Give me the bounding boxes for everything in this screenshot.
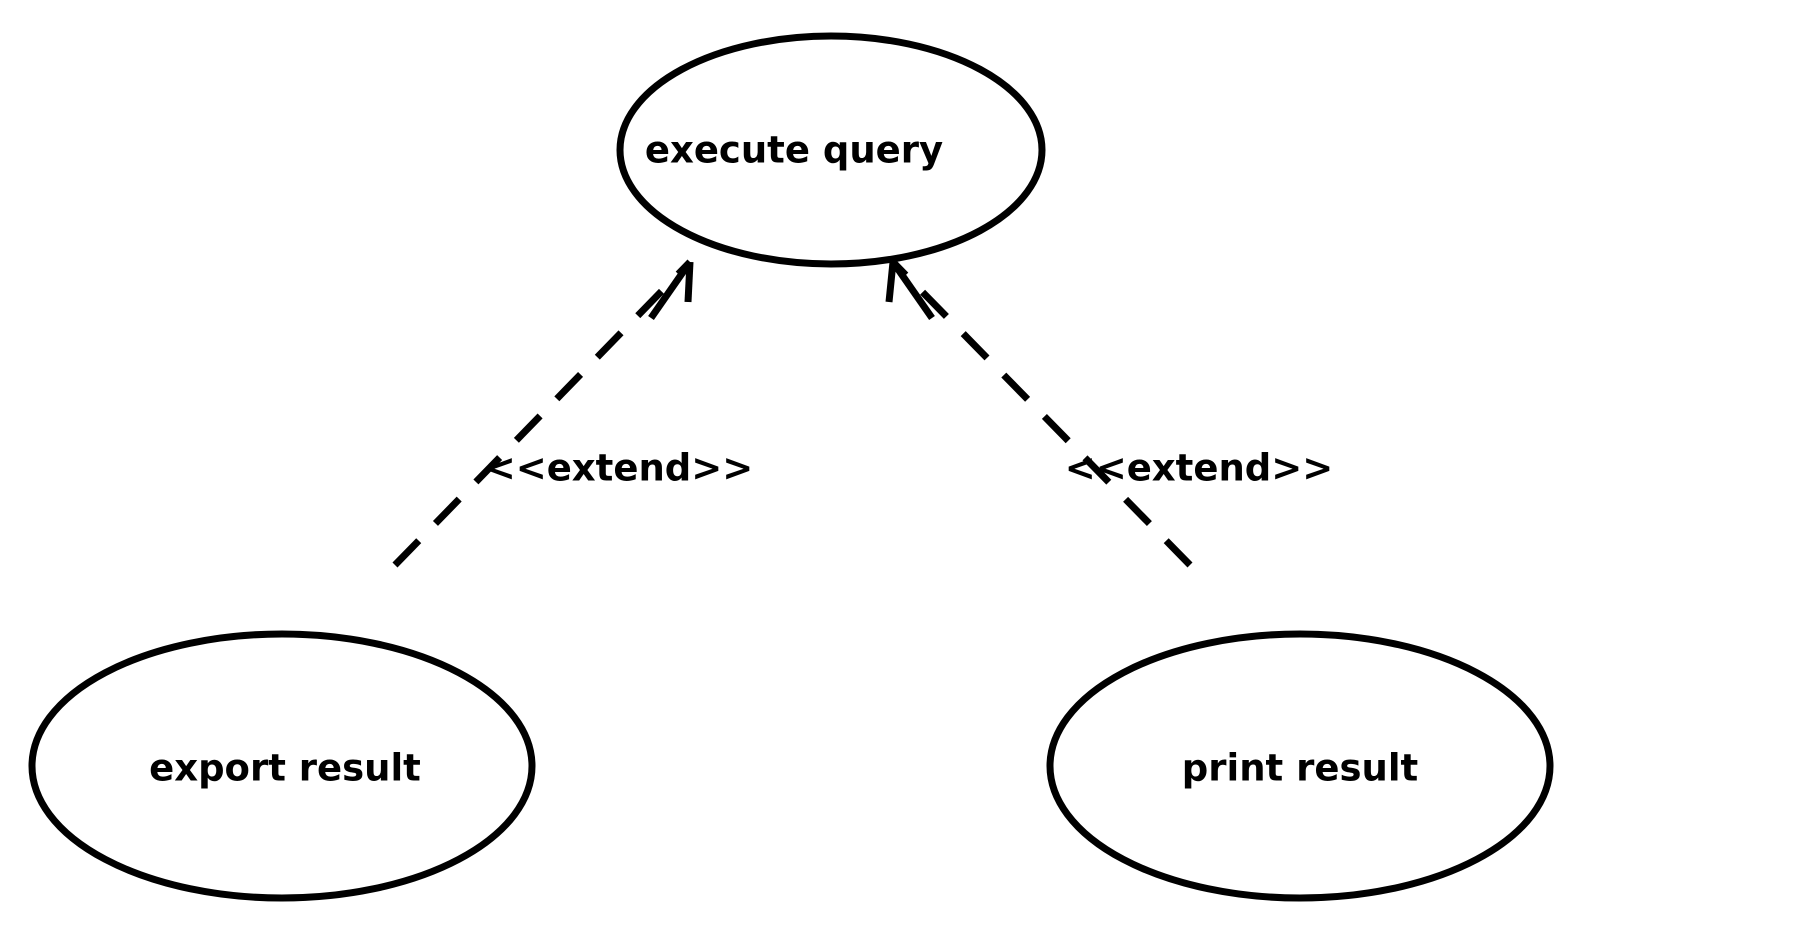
relationship-label-extend-left: <<extend>>: [485, 447, 754, 490]
use-case-execute-query[interactable]: execute query: [616, 32, 1046, 268]
relationship-label-extend-right: <<extend>>: [1065, 447, 1334, 490]
open-arrowhead-left: [648, 259, 694, 321]
extend-dashed-line-left: [392, 259, 693, 568]
use-case-ellipse-execute-query: [616, 32, 1046, 268]
use-case-export-result[interactable]: export result: [28, 630, 536, 902]
use-case-ellipse-export-result: [28, 630, 536, 902]
relationship-extend-print-to-execute[interactable]: <<extend>>: [885, 259, 1334, 568]
open-arrowhead-right: [885, 259, 935, 321]
relationship-extend-export-to-execute[interactable]: <<extend>>: [392, 259, 754, 568]
extend-dashed-line-right: [890, 259, 1193, 568]
use-case-print-result[interactable]: print result: [1046, 630, 1554, 902]
use-case-label-execute-query: execute query: [645, 129, 943, 172]
use-case-label-print-result: print result: [1182, 747, 1418, 790]
use-case-ellipse-print-result: [1046, 630, 1554, 902]
use-case-label-export-result: export result: [149, 747, 421, 790]
